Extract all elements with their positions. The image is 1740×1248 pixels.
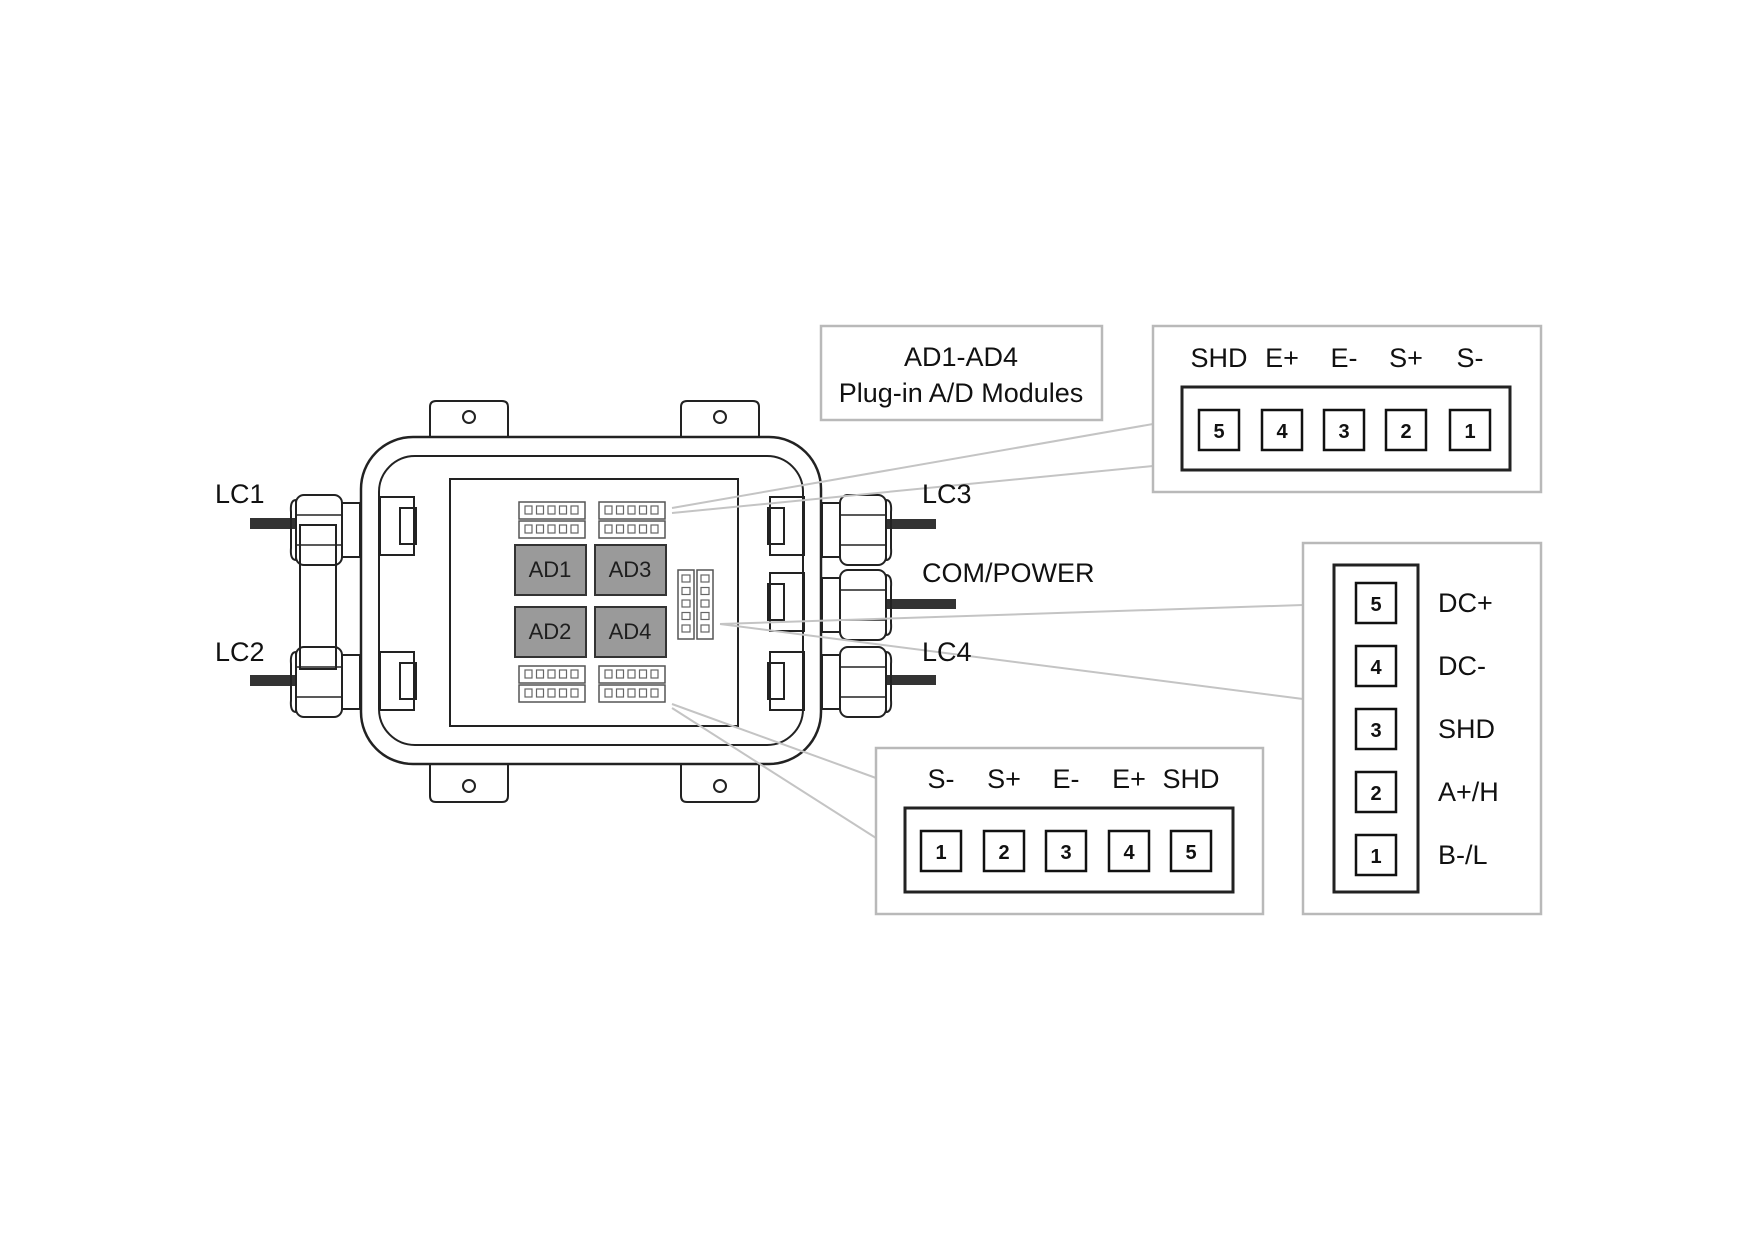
bottom-terminal-label: E+ (1112, 764, 1146, 794)
pcb-power-header (677, 569, 714, 640)
pcb-terminal-block (598, 501, 666, 539)
top-terminal-pins: SHD E+ E- S+ S- 5 4 3 2 1 (1190, 343, 1492, 452)
cable-gland-lc2 (250, 646, 361, 718)
power-terminal-pin-number: 5 (1370, 594, 1381, 616)
bottom-terminal-pin-number: 5 (1185, 842, 1196, 864)
top-terminal-pin-box (1322, 408, 1366, 452)
ad-modules-note: AD1-AD4 Plug-in A/D Modules (819, 324, 1104, 422)
power-terminal-callout: 5 4 3 2 1 DC+ DC- SHD A+/H B-/L (1301, 541, 1543, 916)
top-terminal-pin-box (1197, 408, 1241, 452)
power-terminal-pin-box (1354, 770, 1398, 814)
bottom-terminal-pin-number: 2 (998, 842, 1009, 864)
top-terminal-pin-number: 2 (1400, 421, 1411, 443)
inner-nut-right-top (767, 496, 805, 556)
power-terminal-pins: 5 4 3 2 1 DC+ DC- SHD A+/H B-/L (1354, 581, 1499, 877)
bottom-terminal-pin-box (982, 829, 1026, 873)
bottom-terminal-pin-number: 1 (935, 842, 946, 864)
cable-gland-lc1 (250, 494, 361, 566)
power-terminal-pin-box (1354, 833, 1398, 877)
module-ad4-label: AD4 (609, 619, 652, 644)
top-terminal-label: S+ (1389, 343, 1423, 373)
com-power-label: COM/POWER (922, 558, 1095, 588)
power-terminal-label: A+/H (1438, 777, 1499, 807)
pcb-terminal-block (518, 501, 586, 539)
bottom-terminal-pin-box (1044, 829, 1088, 873)
inner-nut-right-middle (767, 572, 805, 632)
bottom-terminal-label: SHD (1162, 764, 1219, 794)
ad-note-line2: Plug-in A/D Modules (839, 378, 1084, 408)
module-ad1 (514, 544, 587, 596)
enclosure (299, 400, 823, 803)
module-ad3-label: AD3 (609, 557, 652, 582)
top-terminal-pin-number: 3 (1338, 421, 1349, 443)
power-terminal-label: B-/L (1438, 840, 1488, 870)
inner-nut-left-bottom (379, 651, 417, 711)
top-terminal-label: S- (1457, 343, 1484, 373)
top-terminal-pin-box (1260, 408, 1304, 452)
inner-nut-left-top (379, 496, 417, 556)
ad-note-line1: AD1-AD4 (904, 342, 1018, 372)
bottom-terminal-callout: S- S+ E- E+ SHD 1 2 3 4 5 (874, 746, 1265, 916)
ad-modules: AD1 AD3 AD2 AD4 (514, 544, 667, 658)
lc4-label: LC4 (922, 637, 972, 667)
bottom-terminal-label: E- (1053, 764, 1080, 794)
top-terminal-pin-number: 5 (1213, 421, 1224, 443)
mounting-tab-top-left (429, 400, 509, 437)
top-terminal-pin-number: 4 (1276, 421, 1288, 443)
power-terminal-pin-number: 4 (1370, 657, 1382, 679)
bottom-terminal-pin-box (1107, 829, 1151, 873)
bottom-terminal-pin-number: 3 (1060, 842, 1071, 864)
gland-link-bar (299, 524, 337, 670)
module-ad3 (594, 544, 667, 596)
power-terminal-pin-box (1354, 707, 1398, 751)
module-ad4 (594, 606, 667, 658)
power-terminal-pin-number: 1 (1370, 846, 1381, 868)
bottom-terminal-pin-box (1169, 829, 1213, 873)
lc1-label: LC1 (215, 479, 265, 509)
lc2-label: LC2 (215, 637, 265, 667)
top-terminal-label: SHD (1190, 343, 1247, 373)
bottom-terminal-label: S- (928, 764, 955, 794)
module-ad2 (514, 606, 587, 658)
housing-outer (359, 435, 823, 766)
leader-lines (671, 423, 1304, 839)
mounting-tab-bottom-right (680, 764, 760, 803)
lc3-label: LC3 (922, 479, 972, 509)
mounting-tab-top-right (680, 400, 760, 437)
top-terminal-label: E+ (1265, 343, 1299, 373)
cable-gland-lc4 (821, 646, 936, 718)
power-terminal-pin-box (1354, 581, 1398, 625)
bottom-terminal-pin-box (919, 829, 963, 873)
bottom-terminal-pin-number: 4 (1123, 842, 1135, 864)
top-terminal-pin-box (1384, 408, 1428, 452)
cable-gland-lc3 (821, 494, 936, 566)
inner-nut-right-bottom (767, 651, 805, 711)
bottom-terminal-pins: S- S+ E- E+ SHD 1 2 3 4 5 (919, 764, 1220, 873)
mounting-tab-bottom-left (429, 764, 509, 803)
power-terminal-pin-number: 3 (1370, 720, 1381, 742)
pcb-terminal-block (598, 665, 666, 703)
top-terminal-callout: SHD E+ E- S+ S- 5 4 3 2 1 (1151, 324, 1543, 494)
pcb-board (449, 478, 739, 727)
top-terminal-pin-box (1448, 408, 1492, 452)
housing-inner (378, 455, 804, 746)
power-terminal-pin-box (1354, 644, 1398, 688)
pcb-terminal-block (518, 665, 586, 703)
power-terminal-label: SHD (1438, 714, 1495, 744)
module-ad2-label: AD2 (529, 619, 572, 644)
pcb-terminal-blocks (518, 501, 714, 703)
power-terminal-label: DC+ (1438, 588, 1493, 618)
top-terminal-pin-number: 1 (1464, 421, 1475, 443)
port-labels: LC1 LC2 LC3 COM/POWER LC4 (215, 479, 1095, 667)
top-terminal-label: E- (1331, 343, 1358, 373)
cable-gland-com-power (821, 569, 956, 641)
module-ad1-label: AD1 (529, 557, 572, 582)
power-terminal-pin-number: 2 (1370, 783, 1381, 805)
power-terminal-label: DC- (1438, 651, 1486, 681)
bottom-terminal-label: S+ (987, 764, 1021, 794)
